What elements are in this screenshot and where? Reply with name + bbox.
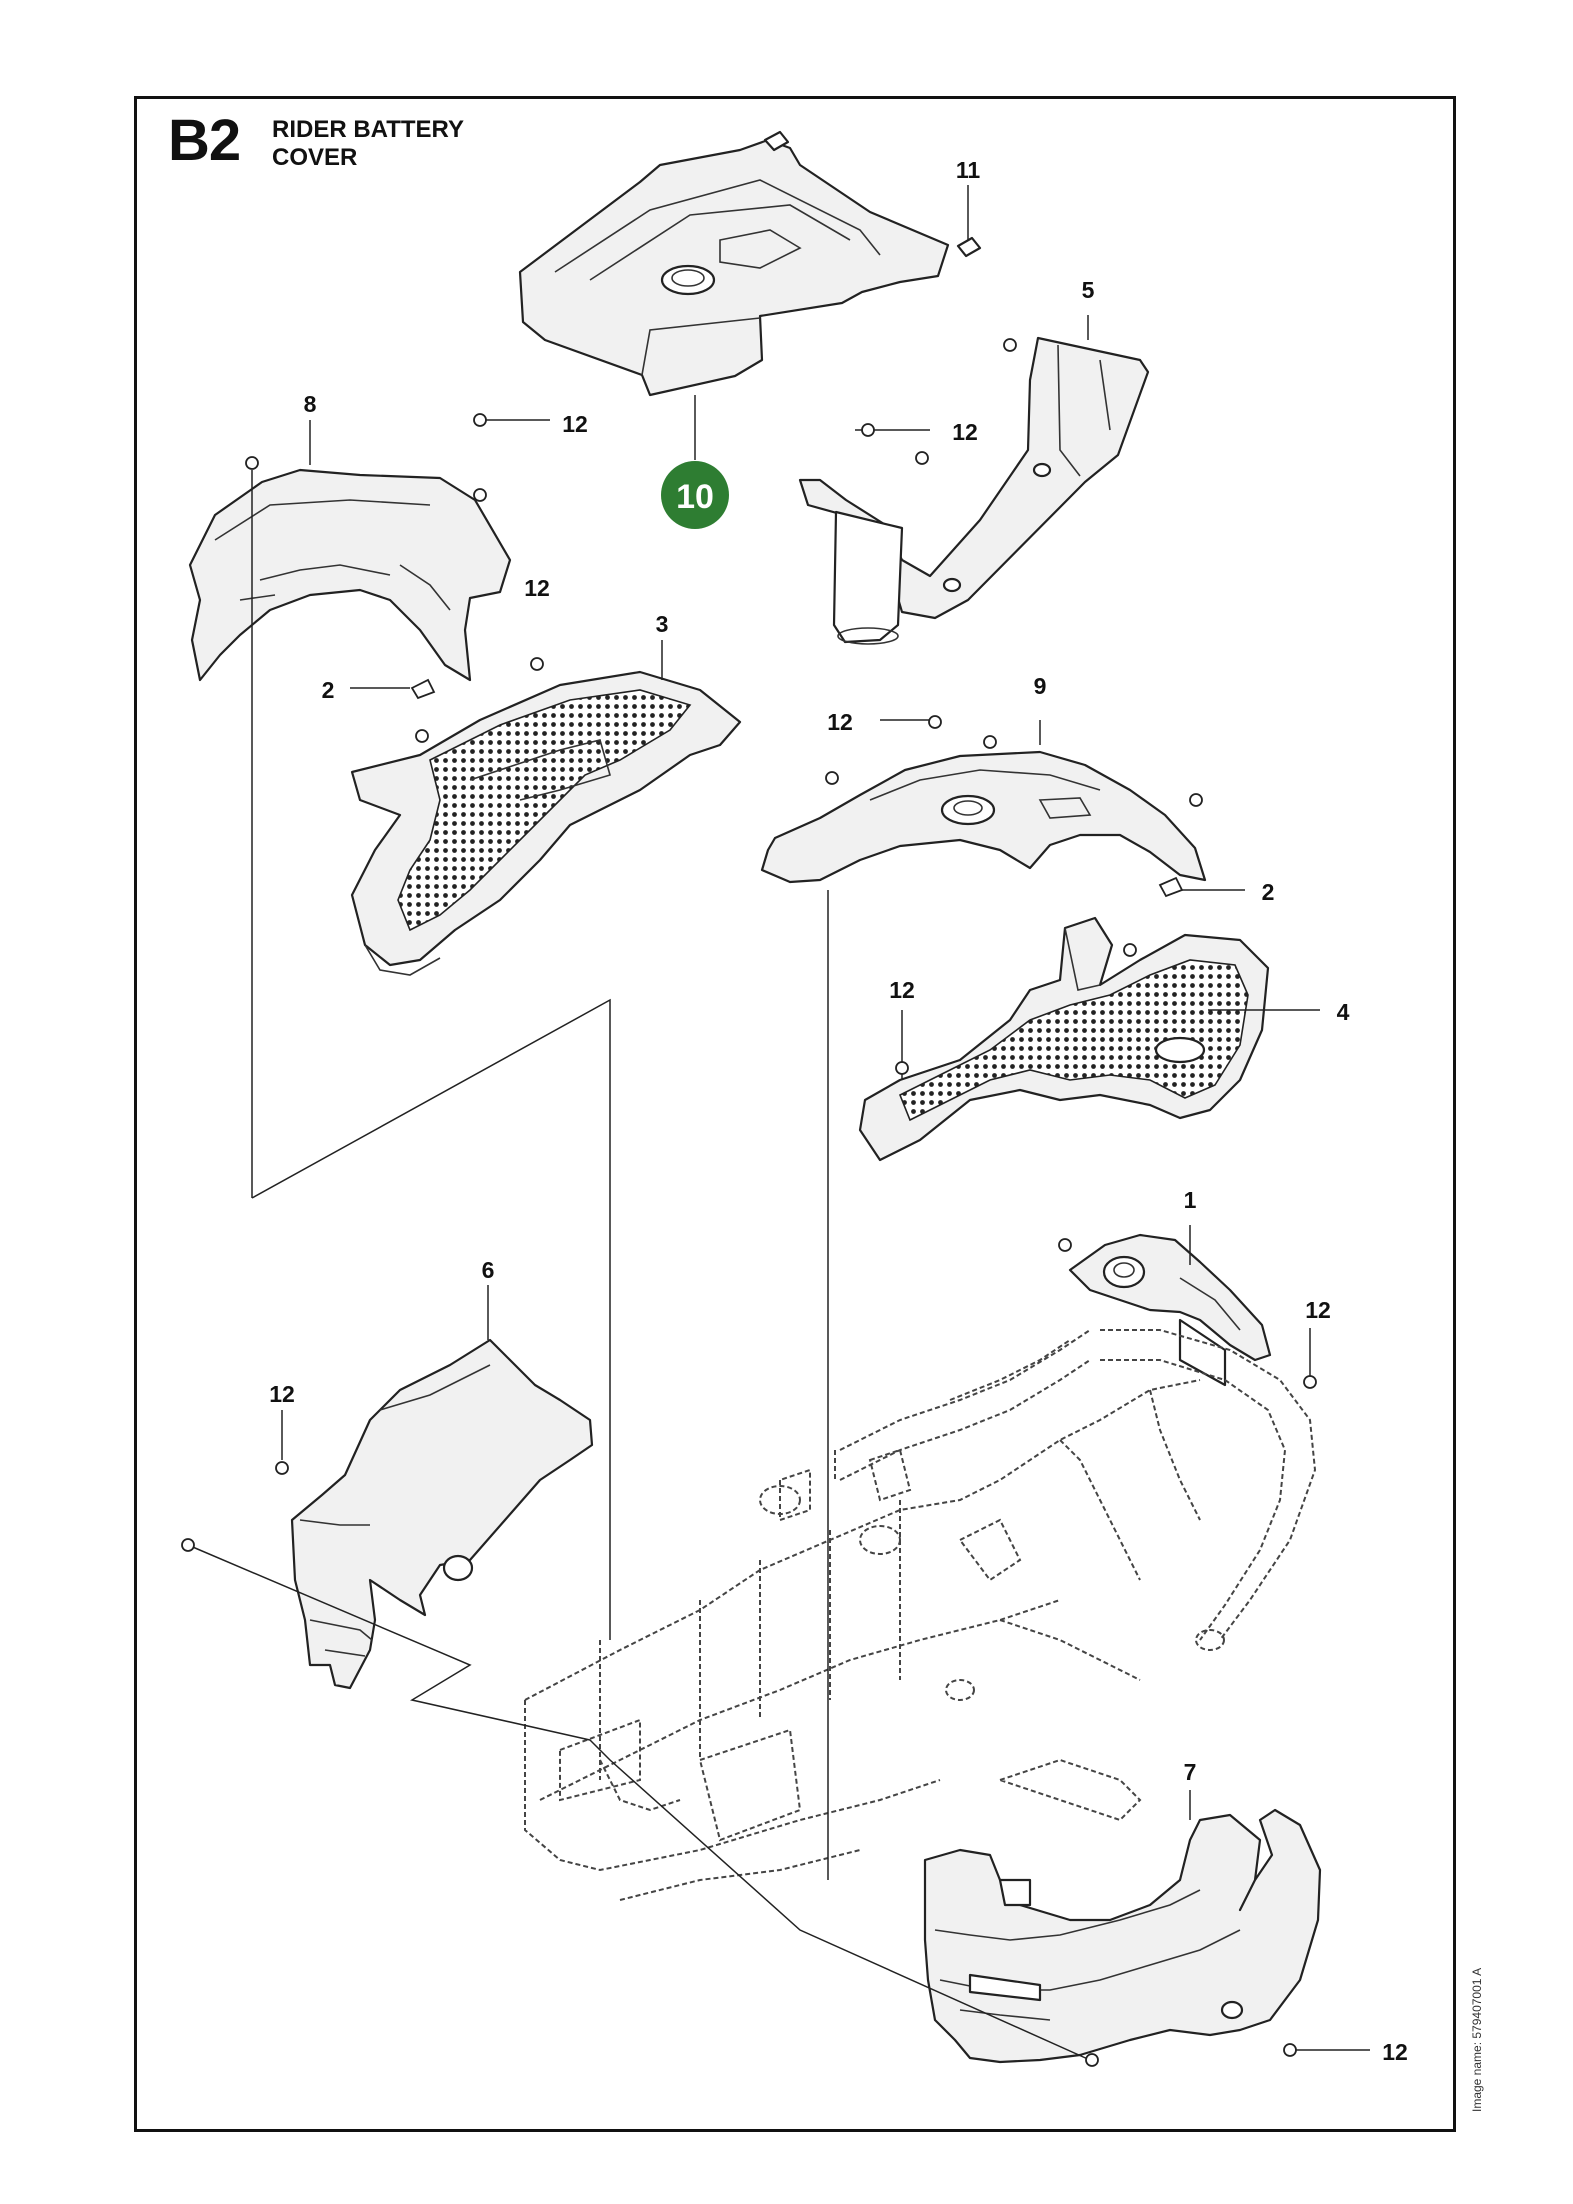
- part-3-left-footrest[interactable]: [350, 670, 742, 976]
- callout-12-f: 12: [1305, 1297, 1331, 1323]
- callout-8: 8: [304, 391, 317, 417]
- callout-4: 4: [1337, 999, 1350, 1025]
- callout-2-b: 2: [1262, 879, 1275, 905]
- callout-10: 10: [676, 478, 714, 516]
- part-9-right-cover[interactable]: [760, 750, 1207, 884]
- callout-12-c: 12: [524, 575, 550, 601]
- diagram-border: [134, 96, 1456, 2132]
- highlight-badge-10[interactable]: [661, 461, 729, 529]
- part-4-right-footrest[interactable]: [858, 916, 1270, 1162]
- callout-12-a: 12: [562, 411, 588, 437]
- callout-9: 9: [1034, 673, 1047, 699]
- section-title-line1: RIDER BATTERY: [272, 116, 464, 143]
- section-title: RIDER BATTERY COVER: [272, 116, 532, 172]
- callout-1: 1: [1184, 1187, 1197, 1213]
- callout-6: 6: [482, 1257, 495, 1283]
- callout-2-a: 2: [322, 677, 335, 703]
- callout-12-g: 12: [269, 1381, 295, 1407]
- callout-11: 11: [956, 157, 981, 183]
- callout-5: 5: [1082, 277, 1095, 303]
- callout-12-h: 12: [1382, 2039, 1408, 2065]
- part-8-left-shield[interactable]: [188, 468, 512, 682]
- callout-12-b: 12: [952, 419, 978, 445]
- section-code: B2: [168, 108, 241, 173]
- screws: [181, 338, 1317, 2067]
- part-11-clip[interactable]: [763, 130, 982, 258]
- part-5-rear-bracket[interactable]: [798, 336, 1150, 645]
- part-1-bracket[interactable]: [1068, 1233, 1272, 1387]
- part-10-top-cover[interactable]: [518, 138, 950, 397]
- callout-7: 7: [1184, 1759, 1197, 1785]
- callout-3: 3: [656, 611, 669, 637]
- section-title-line2: COVER: [272, 144, 358, 171]
- part-7-rear-lower-cover[interactable]: [923, 1808, 1322, 2064]
- part-6-left-rear-shield[interactable]: [290, 1338, 594, 1690]
- chassis-frame: [524, 1329, 1317, 1901]
- callout-12-d: 12: [827, 709, 853, 735]
- callout-12-e: 12: [889, 977, 915, 1003]
